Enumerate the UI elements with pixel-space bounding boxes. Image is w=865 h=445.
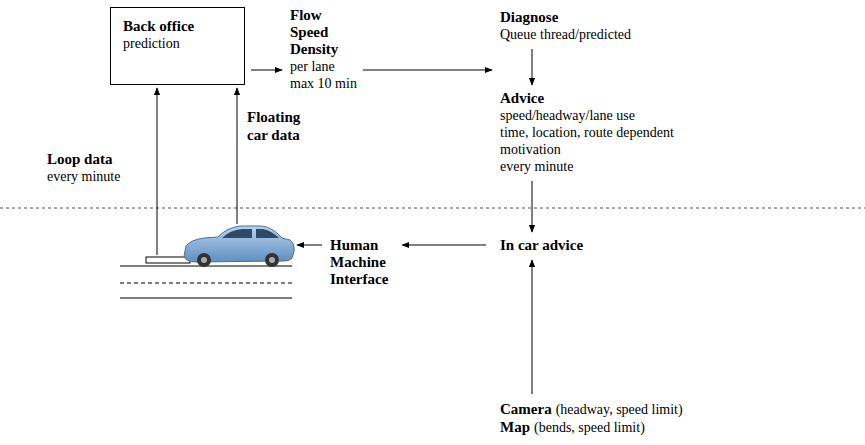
node-text: per lane	[290, 58, 357, 75]
road-edge	[120, 298, 292, 299]
node-text: Queue thread/predicted	[500, 26, 631, 43]
text-node: Human Machine Interface	[330, 237, 388, 288]
data-label: Floating car data	[247, 108, 311, 144]
node-text: (bends, speed limit)	[534, 419, 645, 436]
node-text: every minute	[500, 158, 674, 175]
flow-arrow	[402, 245, 486, 246]
floating-car-arrow	[237, 88, 238, 224]
loop-data-arrow	[157, 88, 158, 255]
node-text: Map	[500, 419, 530, 436]
process-box: Back officeprediction	[110, 7, 245, 85]
node-text: motivation	[500, 141, 674, 158]
node-heading: Human Machine Interface	[330, 237, 388, 288]
node-text: speed/headway/lane use	[500, 107, 674, 124]
text-node: Camera(headway, speed limit)Map(bends, s…	[500, 400, 687, 436]
node-heading: In car advice	[500, 237, 583, 254]
text-node: In car advice	[500, 237, 583, 254]
flow-arrow	[363, 70, 492, 71]
node-heading: Diagnose	[500, 9, 631, 26]
text-node: DiagnoseQueue thread/predicted	[500, 9, 631, 43]
data-note: every minute	[47, 168, 120, 186]
flow-arrow	[532, 49, 533, 85]
text-node: Flow Speed Densityper lanemax 10 min	[290, 7, 357, 92]
text-row: Camera(headway, speed limit)	[500, 400, 687, 418]
loop-detector	[146, 257, 190, 263]
separator-line	[0, 208, 865, 209]
node-text: time, location, route dependent	[500, 124, 674, 141]
car-figure	[184, 226, 294, 267]
text-row: Map(bends, speed limit)	[500, 418, 687, 436]
node-heading: Flow Speed Density	[290, 7, 338, 58]
node-heading: Back office	[123, 18, 232, 35]
node-heading: Camera	[500, 401, 552, 418]
data-label: Loop data	[47, 150, 112, 168]
hmi-arrow	[297, 245, 322, 246]
lane-line	[120, 283, 292, 284]
node-text: prediction	[123, 35, 232, 52]
flow-arrow	[251, 70, 282, 71]
text-node: Advicespeed/headway/lane usetime, locati…	[500, 90, 674, 175]
flow-arrow	[532, 260, 533, 394]
node-heading: Advice	[500, 90, 674, 107]
node-text: (headway, speed limit)	[556, 401, 683, 418]
node-text: max 10 min	[290, 75, 357, 92]
flow-arrow	[532, 181, 533, 232]
